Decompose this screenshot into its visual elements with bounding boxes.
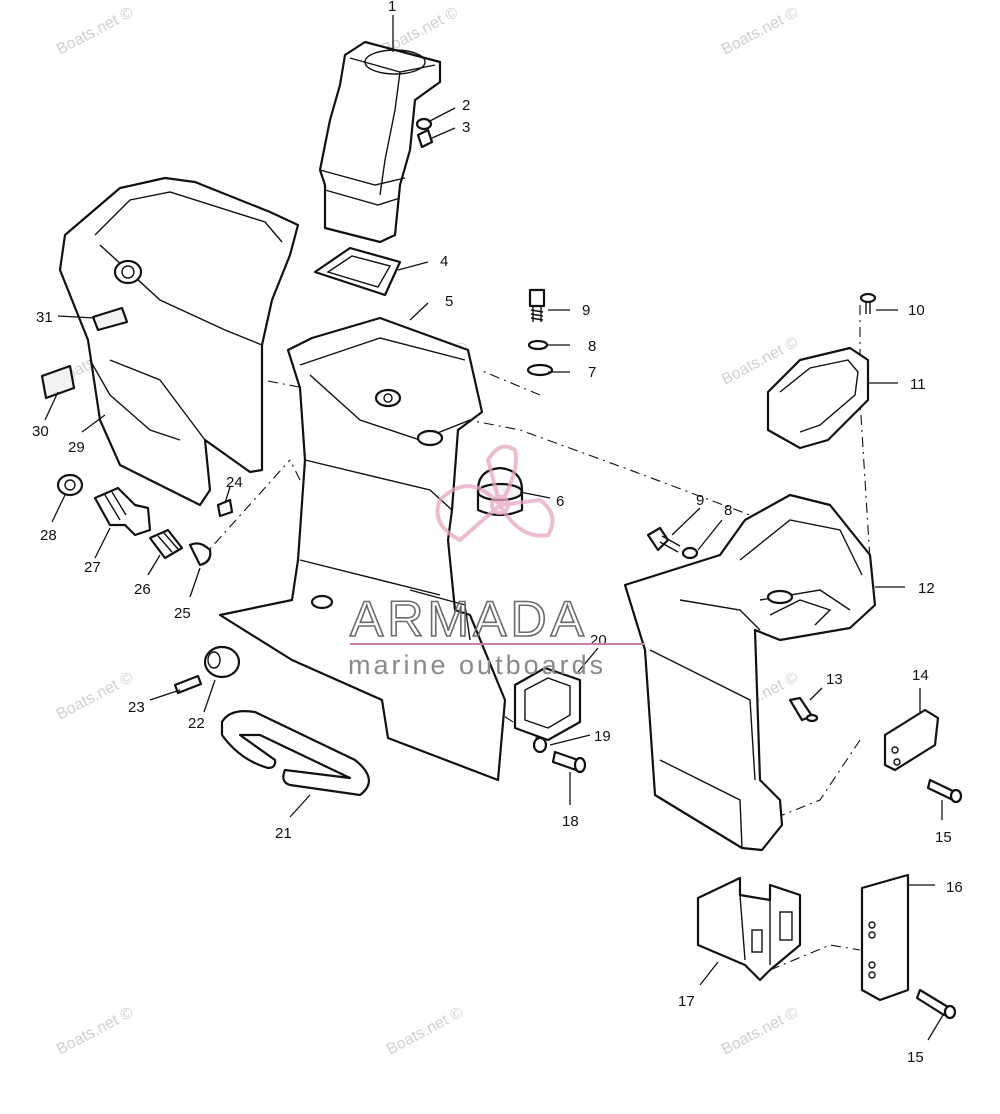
callout-13: 13 xyxy=(826,671,843,688)
callout-28: 28 xyxy=(40,527,57,544)
upper-mount-cover xyxy=(766,346,870,450)
rubber-grommet xyxy=(203,645,241,679)
exhaust-tube xyxy=(318,40,442,244)
speedometer-fitting xyxy=(93,486,152,537)
callout-20: 20 xyxy=(590,632,607,649)
watermark: Boats.net © xyxy=(54,1004,136,1058)
callout-4: 4 xyxy=(440,253,448,270)
watermark: Boats.net © xyxy=(54,4,136,58)
callout-8: 8 xyxy=(588,338,596,355)
mount-bolt-set-top xyxy=(526,288,554,377)
callout-26: 26 xyxy=(134,581,151,598)
callout-30: 30 xyxy=(32,423,49,440)
housing-screw xyxy=(788,696,819,723)
callout-24: 24 xyxy=(226,474,243,491)
callout-16: 16 xyxy=(946,879,963,896)
callout-19: 19 xyxy=(594,728,611,745)
anode-plate xyxy=(513,666,582,742)
callout-6: 6 xyxy=(556,493,564,510)
plate-bolt xyxy=(551,750,587,774)
callout-21: 21 xyxy=(275,825,292,842)
callout-22: 22 xyxy=(188,715,205,732)
callout-27: 27 xyxy=(84,559,101,576)
small-bracket xyxy=(883,708,940,772)
plate-washer xyxy=(532,736,548,754)
callout-9: 9 xyxy=(582,302,590,319)
callout-5: 5 xyxy=(445,293,453,310)
rubber-cap xyxy=(56,473,84,497)
callout-10: 10 xyxy=(908,302,925,319)
callout-29: 29 xyxy=(68,439,85,456)
callout-25: 25 xyxy=(174,605,191,622)
exhaust-housing xyxy=(623,493,877,852)
driveshaft-housing xyxy=(218,316,507,782)
callout-2: 2 xyxy=(462,97,470,114)
callout-15-b: 15 xyxy=(907,1049,924,1066)
watermark: Boats.net © xyxy=(719,4,801,58)
callout-17: 17 xyxy=(678,993,695,1010)
tube-screw xyxy=(415,117,434,149)
housing-cover xyxy=(58,176,300,507)
water-seal xyxy=(220,710,370,797)
nut-fitting xyxy=(148,528,184,560)
propeller-logo-icon xyxy=(435,444,555,543)
mount-bolt-set-side xyxy=(646,526,699,560)
callout-1: 1 xyxy=(388,0,396,15)
callout-8-b: 8 xyxy=(724,502,732,519)
logo-title: ARMADA xyxy=(350,591,588,647)
shift-fitting xyxy=(188,542,212,567)
brand-logo: ARMADA marine outboards xyxy=(348,444,645,680)
callout-labels: 1 2 3 4 5 6 7 8 9 10 11 12 13 14 15 16 1… xyxy=(32,0,963,1066)
callout-3: 3 xyxy=(462,119,470,136)
watermark: Boats.net © xyxy=(54,669,136,723)
callout-18: 18 xyxy=(562,813,579,830)
callout-7: 7 xyxy=(588,364,596,381)
side-plate xyxy=(860,873,910,1002)
leader-lines xyxy=(44,15,944,1041)
watermark: Boats.net © xyxy=(384,1004,466,1058)
decal-plates xyxy=(40,306,129,400)
cover-screw xyxy=(859,292,877,314)
callout-15: 15 xyxy=(935,829,952,846)
exhaust-gasket xyxy=(313,246,402,297)
clamp-bracket xyxy=(696,876,802,982)
bracket-bolt-lower xyxy=(915,988,957,1020)
callout-11: 11 xyxy=(910,376,926,393)
callout-31: 31 xyxy=(36,309,53,326)
callout-23: 23 xyxy=(128,699,145,716)
callout-9-b: 9 xyxy=(696,492,704,509)
logo-subtitle: marine outboards xyxy=(348,650,606,680)
watermark: Boats.net © xyxy=(719,1004,801,1058)
callout-14: 14 xyxy=(912,667,929,684)
bracket-bolt xyxy=(926,778,963,804)
callout-12: 12 xyxy=(918,580,935,597)
